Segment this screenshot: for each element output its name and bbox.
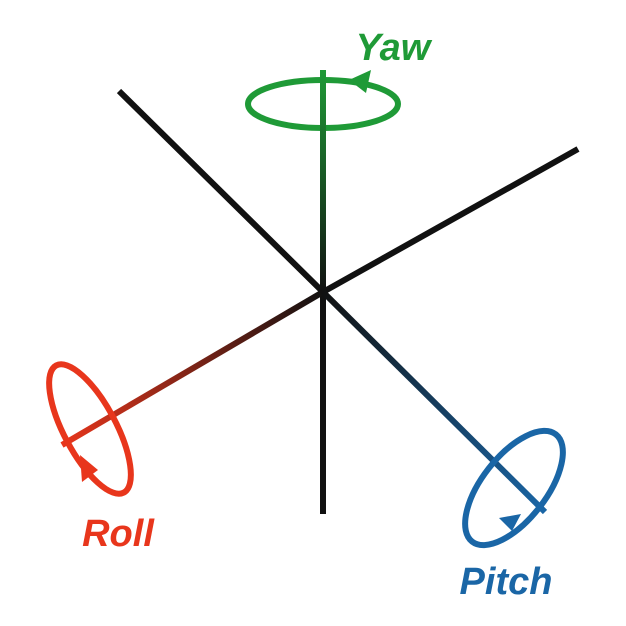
pitch-rotation-ring xyxy=(462,427,566,549)
roll-axis-line xyxy=(60,289,325,448)
pitch-arrow-icon xyxy=(499,514,521,531)
axis-line-upper-right xyxy=(321,146,580,295)
roll-arrow-icon xyxy=(80,455,98,482)
yaw-group: Yaw xyxy=(245,27,433,292)
roll-group: Roll xyxy=(46,289,325,555)
pitch-label: Pitch xyxy=(460,561,553,603)
pitch-axis-line xyxy=(320,289,548,515)
roll-label: Roll xyxy=(82,513,155,555)
axis-line-upper-left xyxy=(116,88,326,295)
pitch-group: Pitch xyxy=(320,289,566,603)
yaw-arrow-icon xyxy=(349,70,371,93)
yaw-label: Yaw xyxy=(356,27,433,69)
roll-rotation-ring xyxy=(46,361,134,497)
